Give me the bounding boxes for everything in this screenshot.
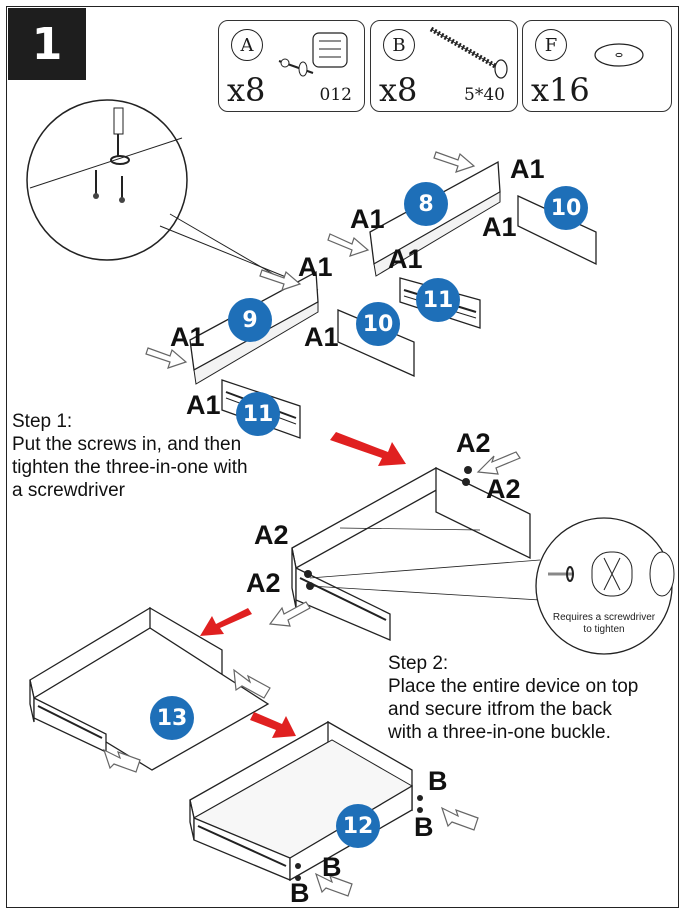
- part-card-a: A x8 012: [218, 20, 365, 112]
- step2-line: with a three-in-one buckle.: [388, 722, 611, 743]
- label-b: B: [414, 812, 434, 842]
- panel-badge-10-lower: 10: [356, 302, 400, 346]
- part-quantity-f: x16: [531, 71, 590, 109]
- screw-icon: [429, 26, 508, 79]
- part-size-a: 012: [319, 85, 352, 105]
- step-number: 1: [31, 18, 63, 70]
- callout-line: Requires a screwdriver: [552, 612, 656, 623]
- page-frame: [6, 6, 679, 908]
- step2-line: Place the entire device on top: [388, 676, 639, 697]
- part-letter-b: B: [383, 29, 415, 61]
- label-a1: A1: [350, 204, 385, 234]
- part-card-b: B x8 5*40: [370, 20, 518, 112]
- part-quantity-b: x8: [379, 71, 418, 109]
- step2-line: and secure itfrom the back: [388, 699, 612, 720]
- drawer-bottom-left: [29, 606, 270, 771]
- drawer-bottom-right: [189, 720, 423, 882]
- step-number-box: 1: [8, 8, 86, 80]
- part-size-b: 5*40: [464, 85, 505, 105]
- washer-disc-icon: [594, 43, 644, 67]
- hollow-insert-arrows: [102, 151, 521, 897]
- label-a1: A1: [304, 322, 339, 352]
- step1-title: Step 1:: [12, 411, 73, 432]
- callout-line: to tighten: [583, 624, 625, 635]
- step2-title: Step 2:: [388, 653, 449, 674]
- step1-line: a screwdriver: [12, 480, 125, 501]
- middle-frame: [291, 466, 541, 641]
- label-a1: A1: [388, 244, 423, 274]
- panel-badge-11-lower: 11: [236, 392, 280, 436]
- label-b: B: [322, 852, 342, 882]
- zoom-detail-circle: [26, 99, 319, 301]
- panel-badge-11-upper: 11: [416, 278, 460, 322]
- part-letter-a: A: [231, 29, 263, 61]
- panel-badge-10-upper: 10: [544, 186, 588, 230]
- part-quantity-a: x8: [227, 71, 266, 109]
- panel-badge-12: 12: [336, 804, 380, 848]
- step1-instructions: Step 1: Put the screws in, and then tigh…: [12, 410, 248, 502]
- label-a1: A1: [170, 322, 205, 352]
- label-a2: A2: [456, 428, 491, 458]
- label-a2: A2: [246, 568, 281, 598]
- step2-instructions: Step 2: Place the entire device on top a…: [388, 652, 638, 744]
- label-a2: A2: [486, 474, 521, 504]
- step1-line: tighten the three-in-one with: [12, 457, 248, 478]
- panel-badge-8: 8: [404, 182, 448, 226]
- cam-lock-fitting-icon: [278, 32, 348, 77]
- part-card-f: F x16: [522, 20, 672, 112]
- label-a2: A2: [254, 520, 289, 550]
- part-letter-f: F: [535, 29, 567, 61]
- label-a1: A1: [482, 212, 517, 242]
- step1-line: Put the screws in, and then: [12, 434, 242, 455]
- label-b: B: [290, 878, 310, 908]
- label-a1: A1: [186, 390, 221, 420]
- callout-circle: [535, 517, 675, 655]
- label-a1: A1: [298, 252, 333, 282]
- label-a1: A1: [510, 154, 545, 184]
- label-b: B: [428, 766, 448, 796]
- callout-caption: Requires a screwdriver to tighten: [540, 612, 668, 636]
- panel-badge-13: 13: [150, 696, 194, 740]
- panel-badge-9: 9: [228, 298, 272, 342]
- red-flow-arrows: [200, 432, 406, 738]
